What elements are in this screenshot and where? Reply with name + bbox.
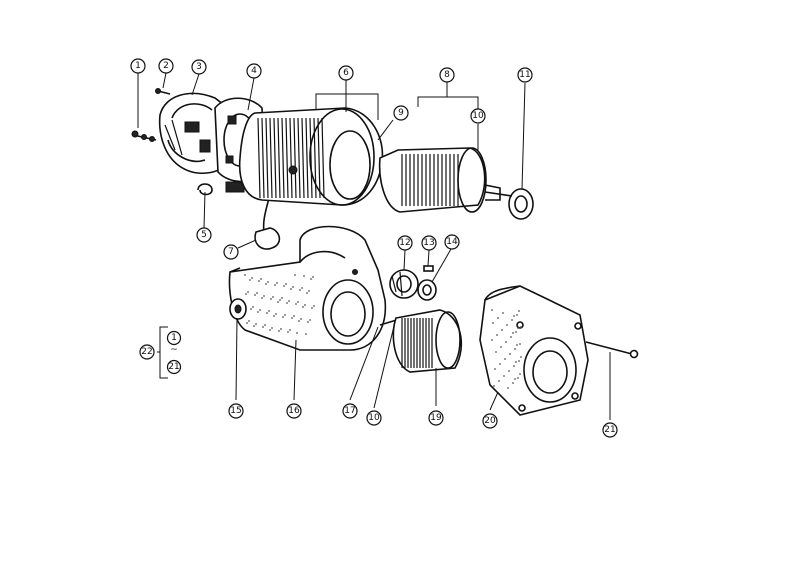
drive-housing-texture (491, 309, 522, 389)
callout-c8: 8 (439, 67, 455, 83)
callout-number: 1 (135, 61, 141, 71)
part-clutch-gear (389, 269, 419, 299)
callout-number: 22 (141, 347, 152, 357)
callout-c5: 5 (196, 227, 212, 243)
yoke-hatching (257, 117, 325, 199)
part-housing (228, 225, 387, 351)
range-start-label: 1 (171, 333, 177, 343)
callout-number: 9 (398, 108, 404, 118)
callout-number: 19 (430, 413, 442, 423)
callout-number: 20 (484, 416, 496, 426)
callout-c7: 7 (223, 244, 239, 260)
callout-number: 4 (251, 66, 257, 76)
callout-number: 10 (368, 413, 380, 423)
part-yoke (238, 107, 384, 206)
callout-number: 3 (196, 62, 202, 72)
callout-c3: 3 (191, 59, 207, 75)
callout-number: 2 (163, 61, 169, 71)
callout-c16: 16 (286, 403, 302, 419)
callout-c22: 22 (139, 344, 155, 360)
callout-c21a: 21 (602, 422, 618, 438)
armature-hatching (401, 154, 459, 206)
callout-c15: 15 (228, 403, 244, 419)
part-screws (131, 130, 157, 142)
part-through-bolt (585, 341, 639, 359)
callout-number: 17 (344, 406, 355, 416)
range-tilde: ~ (170, 345, 178, 355)
callout-number: 12 (399, 238, 410, 248)
callout-c2: 2 (158, 58, 174, 74)
pinion-hatching (401, 318, 433, 368)
callout-number: 11 (519, 70, 530, 80)
assembly-range: 1 ~ 21 (166, 330, 182, 375)
part-ring (417, 279, 437, 301)
callout-c19: 19 (428, 410, 444, 426)
callout-c12: 12 (397, 235, 413, 251)
callout-c9: 9 (393, 105, 409, 121)
part-key (423, 265, 434, 272)
part-nut (229, 298, 247, 320)
callout-c6: 6 (338, 65, 354, 81)
part-pinion-drive (392, 309, 463, 373)
part-clip (197, 183, 213, 196)
callout-number: 13 (423, 238, 434, 248)
range-end: 21 (166, 359, 182, 375)
range-start: 1 (166, 330, 182, 346)
callout-c1: 1 (130, 58, 146, 74)
callout-number: 16 (288, 406, 300, 416)
callout-c17: 17 (342, 403, 358, 419)
callout-number: 15 (230, 406, 241, 416)
callout-c10a: 10 (470, 108, 486, 124)
housing-texture (244, 274, 315, 335)
callout-c10b: 10 (366, 410, 382, 426)
callout-number: 14 (446, 237, 458, 247)
part-drive-housing (479, 285, 589, 416)
callout-c13: 13 (421, 235, 437, 251)
leader-lines (137, 72, 611, 420)
callout-c11: 11 (517, 67, 533, 83)
callout-number: 10 (472, 111, 484, 121)
callout-c14: 14 (444, 234, 460, 250)
callout-c20: 20 (482, 413, 498, 429)
callout-number: 6 (343, 68, 349, 78)
part-terminal-lead (225, 181, 281, 250)
part-small-screw (155, 88, 171, 95)
range-end-label: 21 (168, 362, 179, 372)
part-end-cover (158, 92, 233, 175)
callout-number: 5 (201, 230, 207, 240)
part-washer (508, 188, 534, 220)
part-armature (378, 147, 513, 213)
callout-number: 21 (604, 425, 615, 435)
callout-c4: 4 (246, 63, 262, 79)
callout-number: 8 (444, 70, 450, 80)
callout-number: 7 (228, 247, 234, 257)
